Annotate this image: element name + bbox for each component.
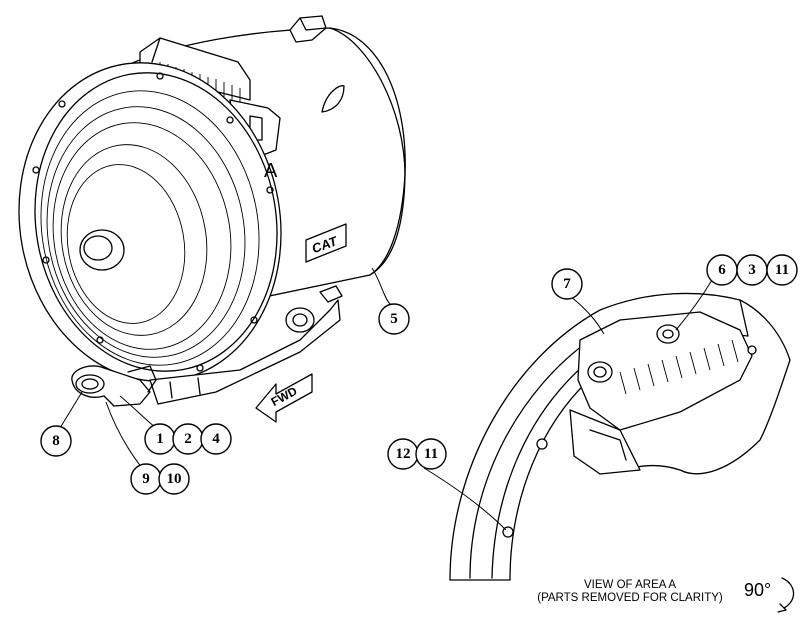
callout-6: 6 xyxy=(706,254,738,286)
leader-lines xyxy=(59,267,713,531)
callout-5: 5 xyxy=(378,303,410,335)
svg-text:11: 11 xyxy=(424,446,438,462)
rotation-arrow-icon xyxy=(777,577,795,613)
rotation-label: 90° xyxy=(744,580,772,600)
fwd-arrow: FWD xyxy=(255,373,313,423)
svg-text:9: 9 xyxy=(142,471,150,487)
svg-text:2: 2 xyxy=(184,431,192,447)
flange-rings xyxy=(40,90,260,366)
svg-text:3: 3 xyxy=(748,262,756,278)
area-a-label: A xyxy=(264,160,278,182)
flange-bolts xyxy=(32,72,274,372)
callout-8: 8 xyxy=(40,425,72,457)
svg-text:5: 5 xyxy=(390,311,398,327)
lifting-eye xyxy=(71,365,157,407)
callout-7: 7 xyxy=(551,268,583,300)
callout-11-a: 11 xyxy=(766,254,798,286)
cat-logo: CAT xyxy=(305,223,347,263)
callout-12: 12 xyxy=(387,438,419,470)
detail-fins xyxy=(619,339,739,395)
svg-text:11: 11 xyxy=(775,262,789,278)
callout-4: 4 xyxy=(200,423,232,455)
callout-1: 1 xyxy=(144,423,176,455)
callout-9: 9 xyxy=(130,463,162,495)
svg-text:8: 8 xyxy=(52,433,60,449)
svg-text:1: 1 xyxy=(156,431,164,447)
svg-text:10: 10 xyxy=(167,471,182,487)
callout-2: 2 xyxy=(172,423,204,455)
callout-11-b: 11 xyxy=(415,438,447,470)
svg-text:7: 7 xyxy=(563,276,571,292)
caption-line-1: VIEW OF AREA A xyxy=(583,579,677,591)
svg-text:4: 4 xyxy=(212,431,220,447)
detail-view-area-a xyxy=(449,292,791,581)
callout-3: 3 xyxy=(736,254,768,286)
generator-assembly: CAT xyxy=(18,15,406,405)
svg-text:6: 6 xyxy=(718,262,726,278)
caption-line-2: (PARTS REMOVED FOR CLARITY) xyxy=(537,592,723,604)
callout-10: 10 xyxy=(158,463,190,495)
svg-text:12: 12 xyxy=(396,446,411,462)
view-caption: VIEW OF AREA A (PARTS REMOVED FOR CLARIT… xyxy=(500,579,760,605)
